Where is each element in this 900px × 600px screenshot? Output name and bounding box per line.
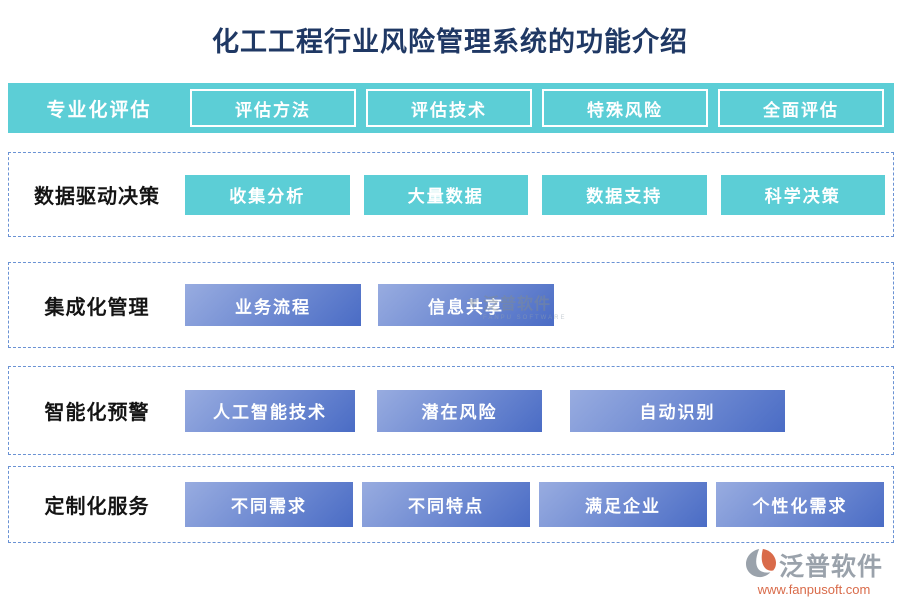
feature-boxes-data-driven: 收集分析 大量数据 数据支持 科学决策 [185,174,893,215]
feature-boxes-integrated: 业务流程 信息共享 [185,284,893,326]
feature-potential-risk: 潜在风险 [377,389,542,432]
feature-ai-technology: 人工智能技术 [185,389,355,432]
feature-satisfy-enterprise: 满足企业 [539,482,707,527]
feature-personalized-needs: 个性化需求 [716,482,884,527]
feature-collect-analyze: 收集分析 [185,174,350,215]
banner-feature-boxes: 评估方法 评估技术 特殊风险 全面评估 [190,89,894,127]
section-integrated-management: 集成化管理 业务流程 信息共享 [8,262,894,348]
section-intelligent-warning: 智能化预警 人工智能技术 潜在风险 自动识别 [8,366,894,455]
fanpu-logo-icon [745,548,777,583]
feature-evaluation-method: 评估方法 [190,89,356,127]
feature-boxes-warning: 人工智能技术 潜在风险 自动识别 [185,389,893,432]
feature-boxes-customized: 不同需求 不同特点 满足企业 个性化需求 [185,482,893,527]
section-label-customized-service: 定制化服务 [44,496,150,518]
feature-different-characteristics: 不同特点 [362,482,530,527]
section-label-data-driven-decision: 数据驱动决策 [34,186,160,208]
section-label-intelligent-warning: 智能化预警 [44,402,150,424]
section-customized-service: 定制化服务 不同需求 不同特点 满足企业 个性化需求 [8,466,894,543]
feature-special-risk: 特殊风险 [542,89,708,127]
feature-business-process: 业务流程 [185,284,361,326]
feature-comprehensive-evaluation: 全面评估 [718,89,884,127]
section-label-professional-evaluation: 专业化评估 [46,99,152,121]
section-label-integrated-management: 集成化管理 [44,296,150,319]
feature-info-sharing: 信息共享 [378,284,554,326]
section-data-driven-decision: 数据驱动决策 收集分析 大量数据 数据支持 科学决策 [8,152,894,237]
page-title: 化工工程行业风险管理系统的功能介绍 [212,27,688,57]
fanpu-logo-text: 泛普软件 [778,554,883,581]
feature-auto-identify: 自动识别 [570,389,785,432]
feature-different-needs: 不同需求 [185,482,353,527]
feature-evaluation-technique: 评估技术 [366,89,532,127]
section-professional-evaluation: 专业化评估 评估方法 评估技术 特殊风险 全面评估 [8,83,894,133]
fanpu-website-url: www.fanpusoft.com [757,582,871,597]
feature-data-support: 数据支持 [542,174,707,215]
fanpu-logo: 泛普软件 www.fanpusoft.com [736,547,892,597]
feature-mass-data: 大量数据 [363,174,528,215]
feature-scientific-decision: 科学决策 [720,174,885,215]
